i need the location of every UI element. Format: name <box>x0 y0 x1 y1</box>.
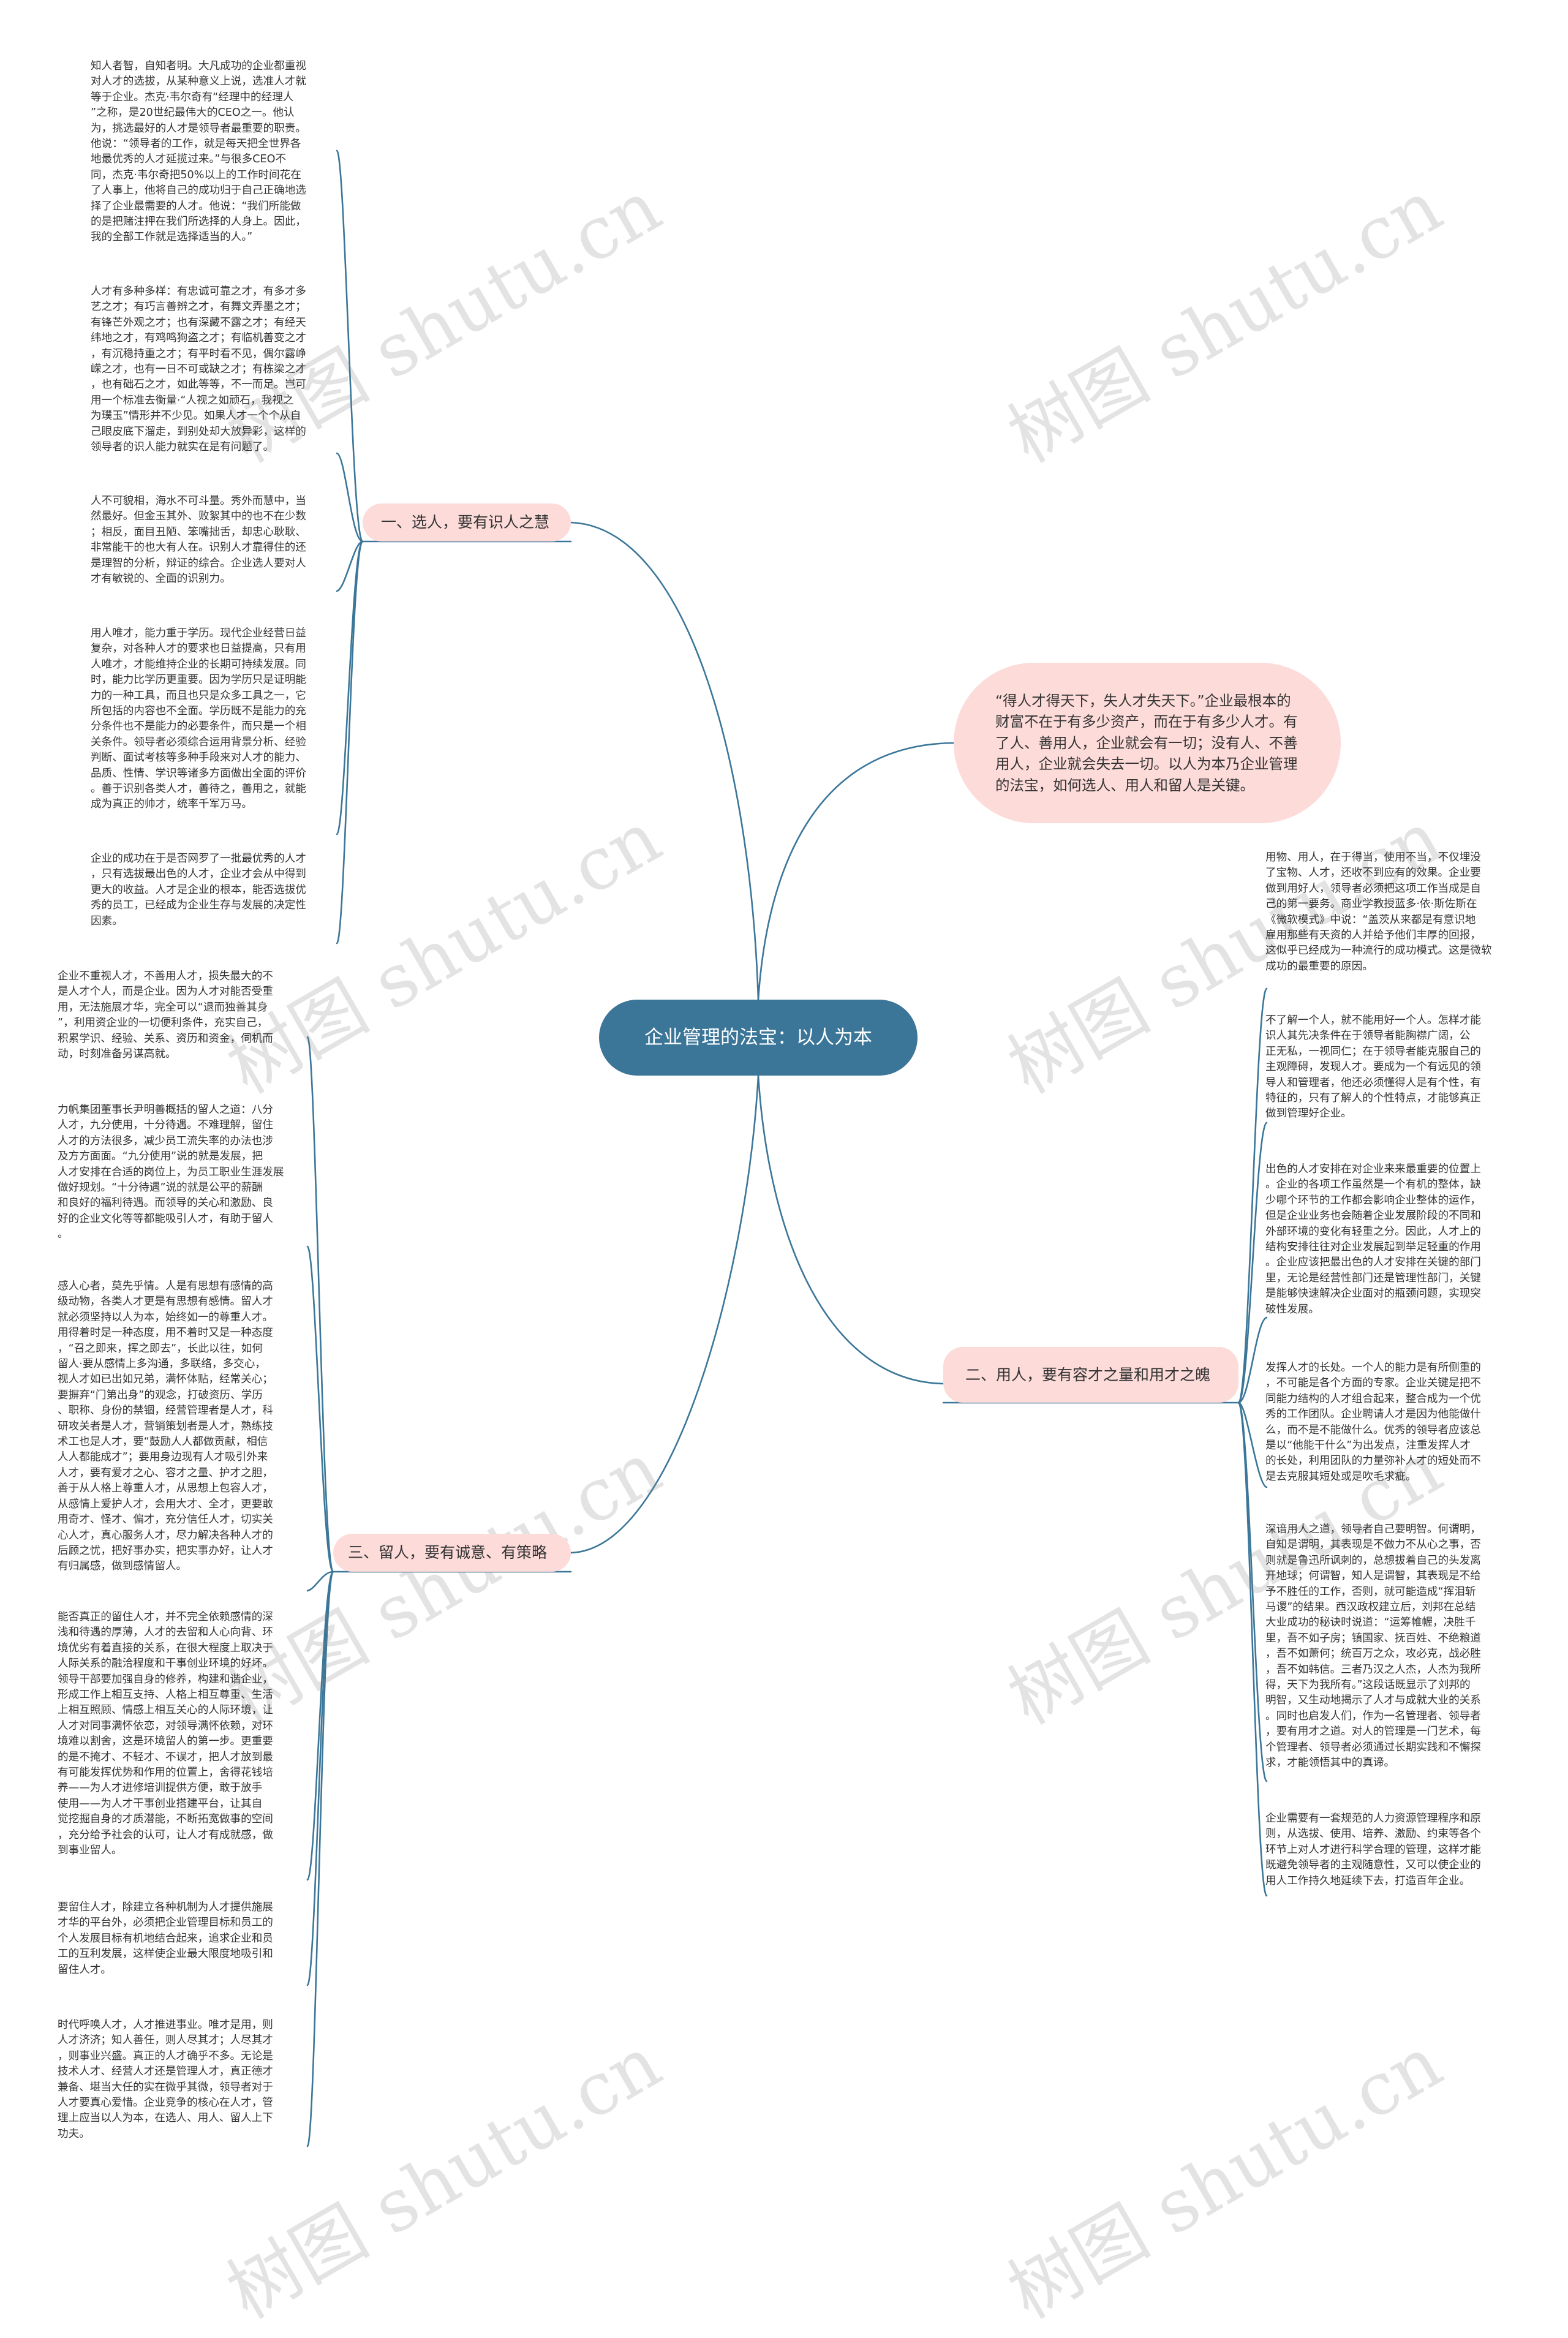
leaf-text: 知人者智，自知者明。大凡成功的企业都重视 对人才的选拔，从某种意义上说，选准人才… <box>91 60 306 244</box>
intro-note-text: “得人才得天下，失人才失天下。”企业最根本的财富不在于有多少资产，而在于有多少人… <box>995 692 1298 794</box>
leaf-text: 出色的人才安排在对企业来来最重要的位置上 。企业的各项工作虽然是一个有机的整体，… <box>1265 1163 1481 1316</box>
branch-select-talent[interactable]: 一、选人，要有识人之慧 <box>363 503 571 541</box>
link-root-branch-1 <box>570 521 760 1001</box>
link-b3-leaf-2 <box>306 1245 334 1573</box>
link-b1-leaf-5 <box>336 540 364 945</box>
link-b2-leaf-4 <box>1237 1401 1268 1488</box>
link-b2-leaf-5 <box>1237 1401 1268 1782</box>
branch-retain-talent[interactable]: 三、留人，要有诚意、有策略 <box>333 1534 571 1572</box>
link-b3-leaf-3 <box>306 1571 334 1592</box>
link-root-branch-3 <box>570 1074 760 1554</box>
link-b3-leaf-6 <box>306 1571 334 2148</box>
link-b2-leaf-6 <box>1237 1401 1268 1897</box>
link-b2-leaf-3 <box>1237 1316 1268 1404</box>
link-b2-leaf-1 <box>1237 987 1268 1404</box>
link-b1-leaf-4 <box>336 540 364 835</box>
leaf-text: 能否真正的留住人才，并不完全依赖感情的深 浅和待遇的厚薄，人才的去留和人心向背、… <box>58 1611 273 1857</box>
root-topic-label: 企业管理的法宝：以人为本 <box>644 1027 872 1049</box>
root-topic[interactable]: 企业管理的法宝：以人为本 <box>599 1000 918 1076</box>
leaf-text: 企业需要有一套规范的人力资源管理程序和原 则，从选拔、使用、培养、激励、约束等各… <box>1265 1812 1481 1887</box>
leaf-text: 人才有多种多样：有忠诚可靠之才，有多才多 艺之才；有巧言善辨之才，有舞文弄墨之才… <box>91 285 306 454</box>
branch-label: 一、选人，要有识人之慧 <box>381 513 550 531</box>
link-root-note <box>757 742 955 1001</box>
connector-lines <box>306 149 1268 2148</box>
branch-use-talent[interactable]: 二、用人，要有容才之量和用才之魄 <box>943 1347 1238 1403</box>
leaf-text: 企业不重视人才，不善用人才，损失最大的不 是人才个人，而是企业。因为人才对能否受… <box>58 970 273 1061</box>
leaf-text: 时代呼唤人才，人才推进事业。唯才是用，则 人才济济；知人善任，则人尽其才；人尽其… <box>58 2019 273 2140</box>
leaf-text: 企业的成功在于是否网罗了一批最优秀的人才 ，只有选拔最出色的人才，企业才会从中得… <box>91 853 306 927</box>
link-b1-leaf-1 <box>336 149 364 543</box>
leaf-text: 要留住人才，除建立各种机制为人才提供施展 才华的平台外，必须把企业管理目标和员工… <box>58 1901 273 1976</box>
link-b2-leaf-2 <box>1237 1122 1268 1404</box>
leaf-text: 感人心者，莫先乎情。人是有思想有感情的高 级动物，各类人才更是有思想有感情。留人… <box>58 1280 273 1573</box>
link-b3-leaf-1 <box>306 1036 334 1573</box>
link-b1-leaf-3 <box>336 540 364 592</box>
leaf-text: 用物、用人，在于得当，使用不当，不仅埋没 了宝物、人才，还收不到应有的效果。企业… <box>1265 851 1492 973</box>
leaf-text: 用人唯才，能力重于学历。现代企业经营日益 复杂，对各种人才的要求也日益提高，只有… <box>91 627 306 811</box>
leaf-text: 不了解一个人，就不能用好一个人。怎样才能 识人其先决条件在于领导者能胸襟广阔，公… <box>1265 1014 1481 1120</box>
leaf-text: 人不可貌相，海水不可斗量。秀外而慧中，当 然最好。但金玉其外、败絮其中的也不在少… <box>91 495 306 586</box>
leaf-text: 发挥人才的长处。一个人的能力是有所侧重的 ，不可能是各个方面的专家。企业关键是把… <box>1265 1362 1481 1483</box>
link-b1-leaf-2 <box>336 452 364 543</box>
leaf-text: 深谙用人之道，领导者自己要明智。何谓明， 自知是谓明，其表现是不做力不从心之事，… <box>1265 1523 1481 1770</box>
branch-label: 三、留人，要有诚意、有策略 <box>348 1544 548 1561</box>
branch-label: 二、用人，要有容才之量和用才之魄 <box>965 1365 1211 1384</box>
intro-note[interactable]: “得人才得天下，失人才失天下。”企业最根本的财富不在于有多少资产，而在于有多少人… <box>954 663 1341 823</box>
link-b3-leaf-5 <box>306 1571 334 1986</box>
leaf-text: 力帆集团董事长尹明善概括的留人之道：八分 人才，九分使用，十分待遇。不难理解，留… <box>58 1104 284 1241</box>
link-root-branch-2 <box>757 1074 944 1385</box>
